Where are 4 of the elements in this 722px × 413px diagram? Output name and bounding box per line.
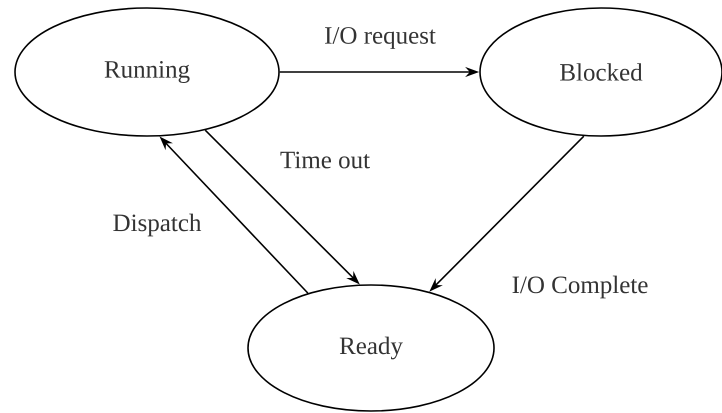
edge-label: I/O Complete: [510, 274, 650, 300]
edge-label: I/O request: [323, 26, 437, 50]
edge-label: Dispatch: [112, 212, 202, 238]
edge-label: Time out: [278, 150, 372, 170]
